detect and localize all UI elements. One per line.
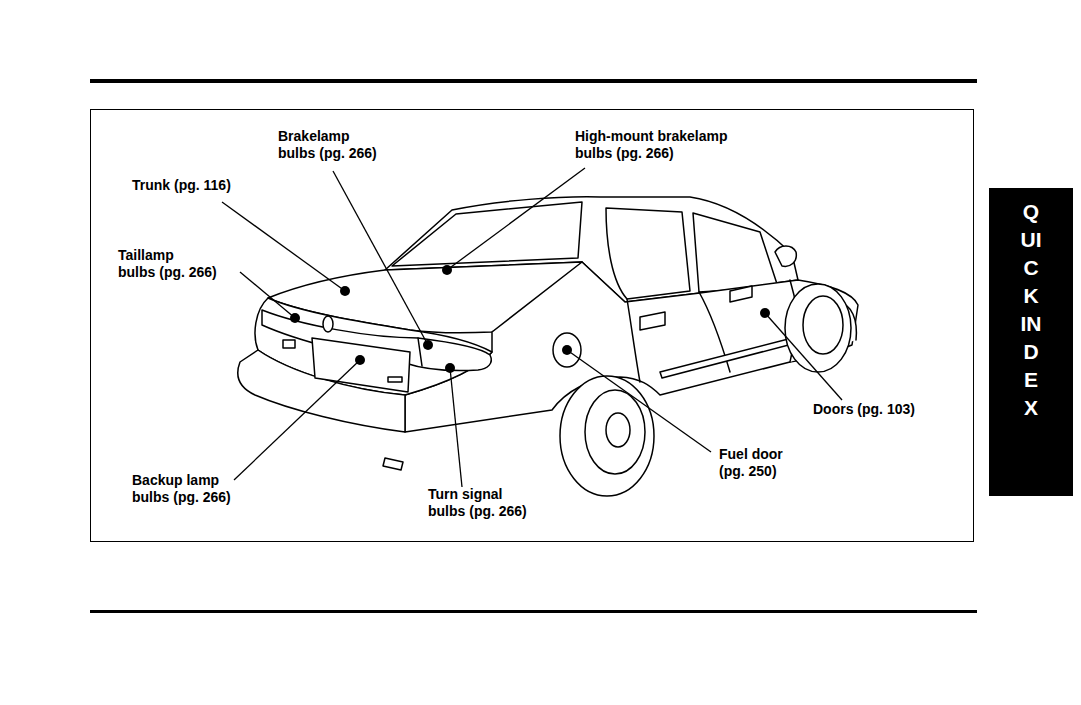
callout-label: Trunk (pg. 116) — [132, 177, 231, 194]
callout-label: Backup lamp bulbs (pg. 266) — [132, 472, 247, 506]
rear-door-edge — [627, 299, 640, 382]
leader-line — [240, 272, 295, 318]
rear-door-handle — [640, 312, 665, 330]
callout-dot — [562, 345, 572, 355]
callout-dot — [423, 340, 433, 350]
leader-lines — [222, 168, 842, 487]
leader-line — [450, 368, 462, 487]
top-rule — [90, 79, 977, 83]
car-body — [238, 197, 858, 496]
leader-line — [234, 360, 360, 480]
index-tab: QUICK INDEX — [989, 188, 1073, 496]
front-door-handle — [730, 286, 752, 302]
leader-line — [222, 202, 345, 291]
rear-rim — [585, 390, 645, 474]
callout-label: High-mount brakelamp bulbs (pg. 266) — [575, 128, 745, 162]
callout-dot — [442, 265, 452, 275]
front-rim — [803, 296, 843, 354]
callout-dots — [290, 265, 770, 373]
callout-label: Doors (pg. 103) — [813, 401, 915, 418]
callout-label: Brakelamp bulbs (pg. 266) — [278, 128, 383, 162]
bottom-rule — [90, 610, 977, 613]
rear-window — [392, 202, 582, 266]
bumper-reflector — [388, 377, 402, 382]
leader-line — [765, 313, 842, 400]
tab-label: QUICK INDEX — [1020, 188, 1042, 422]
bumper-lamp — [283, 340, 295, 348]
leader-line — [333, 171, 428, 345]
figure-frame — [91, 110, 974, 542]
rear-door-window — [606, 208, 690, 299]
front-door-window — [693, 213, 778, 292]
fuel-door — [553, 333, 581, 367]
callout-label: Fuel door (pg. 250) — [719, 446, 807, 480]
callout-dot — [355, 355, 365, 365]
front-tire — [785, 284, 851, 372]
callout-dot — [445, 363, 455, 373]
callout-label: Taillamp bulbs (pg. 266) — [118, 247, 222, 281]
side-moulding — [660, 336, 800, 378]
lamp-divider — [418, 338, 422, 366]
callout-label: Turn signal bulbs (pg. 266) — [428, 486, 538, 520]
license-plate — [312, 338, 410, 392]
rear-hub — [606, 413, 630, 447]
leader-line — [447, 168, 585, 270]
callout-dot — [760, 308, 770, 318]
side-mirror — [775, 246, 796, 266]
exhaust-pipe — [383, 458, 403, 470]
callout-dot — [290, 313, 300, 323]
emblem — [323, 316, 333, 332]
rear-tire — [560, 376, 654, 496]
leader-line — [567, 350, 711, 452]
callout-dot — [340, 286, 350, 296]
